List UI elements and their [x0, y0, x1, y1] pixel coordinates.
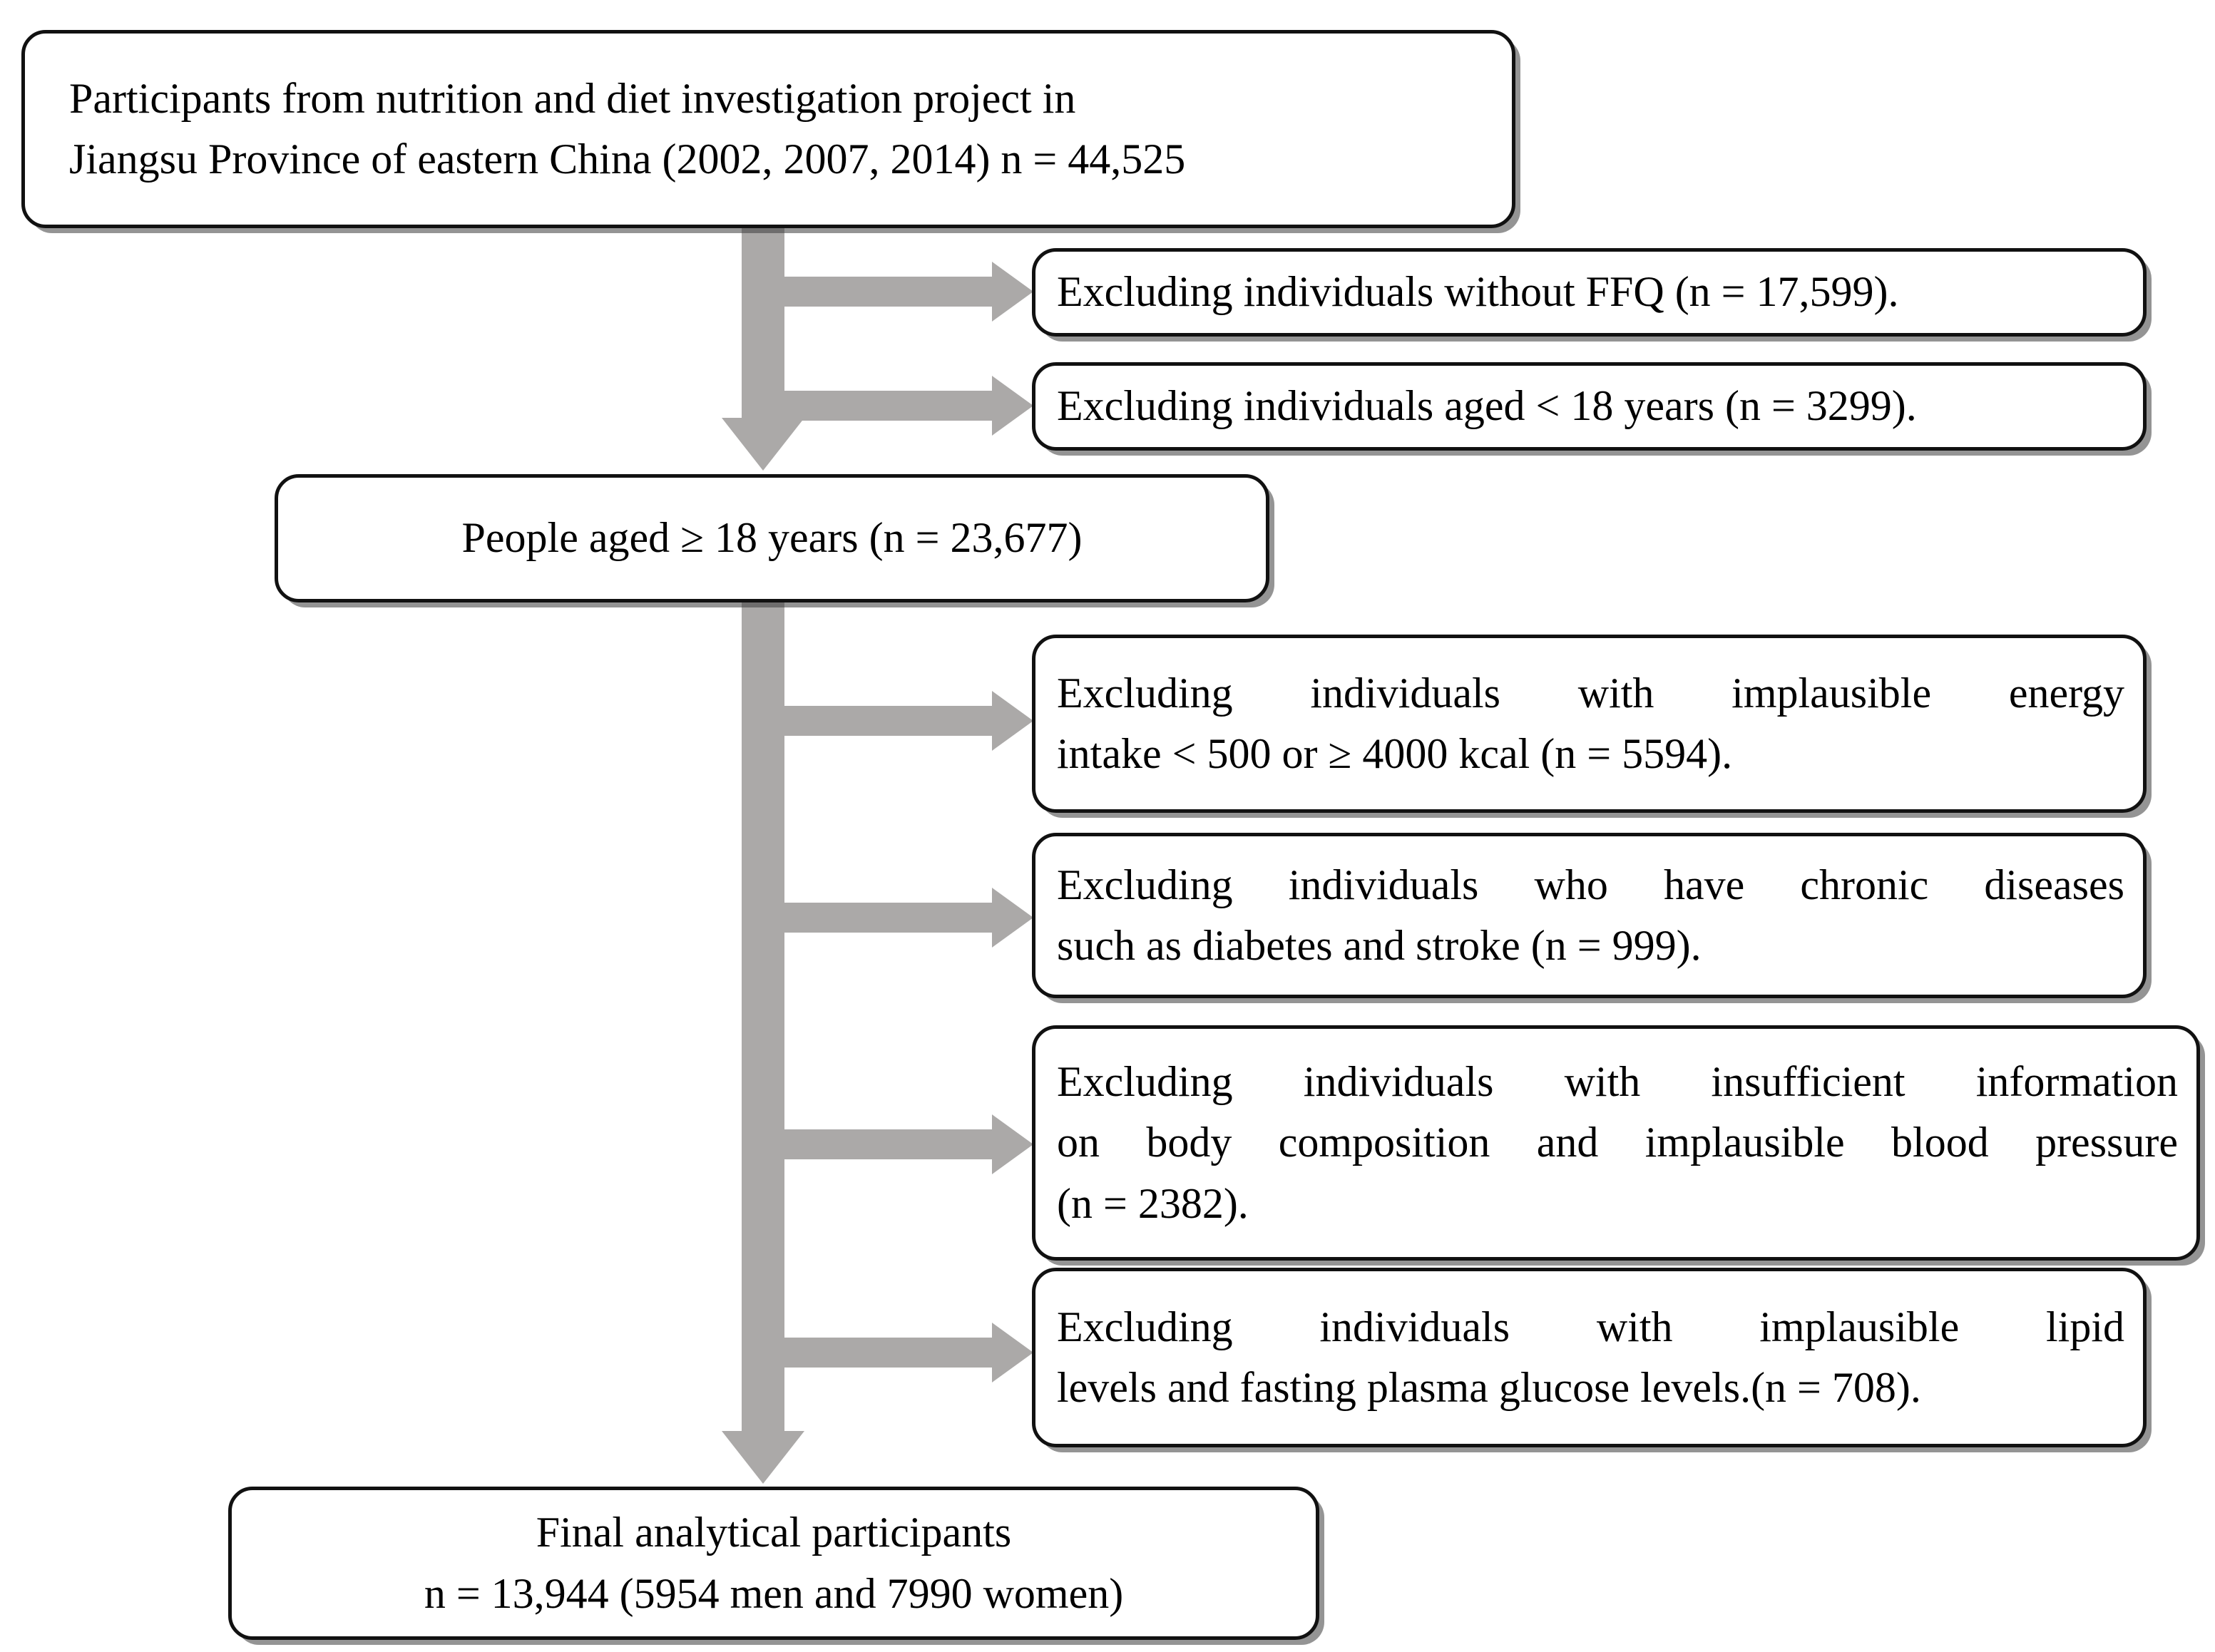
excl-under-18-text: Excluding individuals aged < 18 years (n… [1057, 382, 1917, 430]
arrow-shaft-to-excl-chronic [781, 903, 995, 933]
excl-bodycomp-line2: on body composition and implausible bloo… [1057, 1119, 2178, 1166]
source-cohort-line1: Participants from nutrition and diet inv… [69, 74, 1076, 122]
adults-eligible-text: People aged ≥ 18 years (n = 23,677) [461, 514, 1083, 562]
arrow-head-source-to-adults [722, 418, 804, 471]
arrow-head-to-excl-lipid [992, 1323, 1033, 1382]
node-final-analytical-sample[interactable]: Final analytical participants n = 13,944… [228, 1487, 1319, 1640]
arrow-head-to-excl-no-ffq [992, 262, 1033, 322]
node-excl-chronic-disease[interactable]: Excluding individuals who have chronic d… [1032, 833, 2147, 998]
source-cohort-line2: Jiangsu Province of eastern China (2002,… [69, 135, 1186, 183]
arrow-shaft-to-excl-body-composition [781, 1129, 995, 1159]
node-excl-implausible-energy[interactable]: Excluding individuals with implausible e… [1032, 635, 2147, 813]
arrow-shaft-adults-to-final [742, 602, 784, 1431]
excl-lipid-line2: levels and fasting plasma glucose levels… [1057, 1364, 1921, 1411]
arrow-shaft-to-excl-energy [781, 706, 995, 736]
excl-bodycomp-line1: Excluding individuals with insufficient … [1057, 1058, 2178, 1106]
arrow-head-to-excl-under-18 [992, 376, 1033, 436]
excl-bodycomp-line3: (n = 2382). [1057, 1179, 1249, 1227]
excl-lipid-line1: Excluding individuals with implausible l… [1057, 1303, 2124, 1350]
excl-energy-line2: intake < 500 or ≥ 4000 kcal (n = 5594). [1057, 730, 1733, 777]
arrow-shaft-to-excl-no-ffq [781, 277, 995, 307]
excl-chronic-line2: such as diabetes and stroke (n = 999). [1057, 922, 1702, 969]
arrow-shaft-to-excl-under-18 [781, 391, 995, 421]
excl-chronic-line1: Excluding individuals who have chronic d… [1057, 861, 2124, 908]
excl-energy-line1: Excluding individuals with implausible e… [1057, 669, 2124, 717]
excl-no-ffq-text: Excluding individuals without FFQ (n = 1… [1057, 268, 1899, 316]
final-sample-line2: n = 13,944 (5954 men and 7990 women) [424, 1569, 1124, 1617]
node-excl-under-18[interactable]: Excluding individuals aged < 18 years (n… [1032, 362, 2147, 451]
arrow-shaft-to-excl-lipid [781, 1338, 995, 1368]
node-source-cohort[interactable]: Participants from nutrition and diet inv… [21, 30, 1515, 228]
node-excl-no-ffq[interactable]: Excluding individuals without FFQ (n = 1… [1032, 248, 2147, 337]
node-excl-lipid-glucose[interactable]: Excluding individuals with implausible l… [1032, 1268, 2147, 1447]
arrow-head-adults-to-final [722, 1431, 804, 1484]
final-sample-line1: Final analytical participants [536, 1509, 1012, 1556]
arrow-head-to-excl-chronic [992, 888, 1033, 948]
arrow-head-to-excl-body-composition [992, 1114, 1033, 1174]
node-adults-eligible[interactable]: People aged ≥ 18 years (n = 23,677) [275, 474, 1269, 602]
arrow-head-to-excl-energy [992, 691, 1033, 751]
node-excl-body-composition-bp[interactable]: Excluding individuals with insufficient … [1032, 1025, 2200, 1261]
arrow-shaft-source-to-adults [742, 227, 784, 418]
